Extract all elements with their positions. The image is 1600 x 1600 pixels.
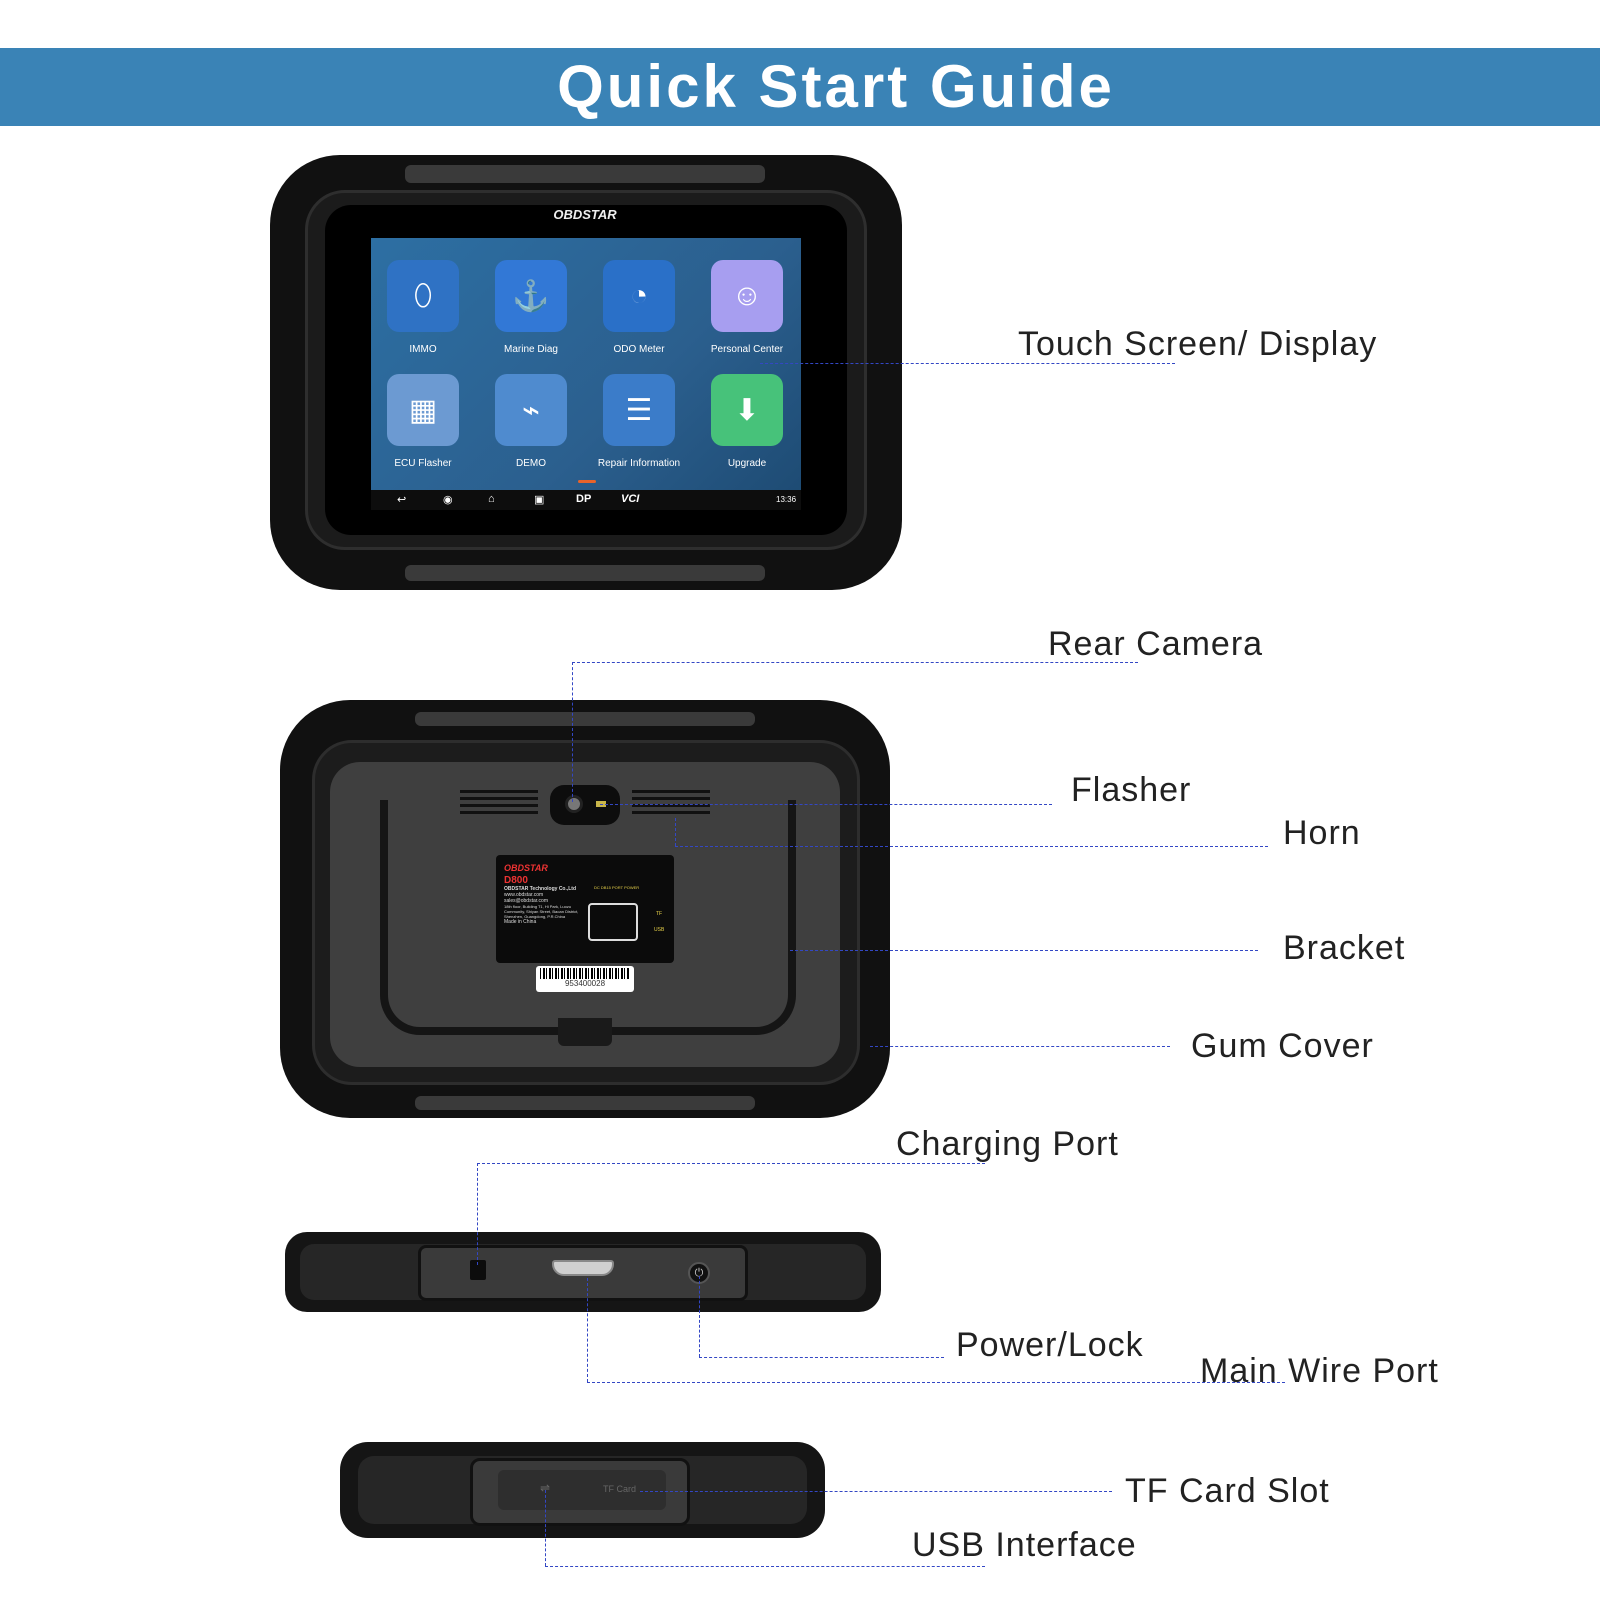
label-port-tf: TF: [656, 911, 663, 917]
ecu-icon: ▦: [387, 374, 459, 446]
callout-bracket: Bracket: [1283, 929, 1406, 967]
leader-line: [699, 1276, 700, 1357]
callout-rear-camera: Rear Camera: [1048, 625, 1264, 663]
barcode-number: 953400028: [564, 979, 606, 988]
main-wire-port[interactable]: [552, 1260, 614, 1276]
dp-button[interactable]: DP: [576, 493, 592, 505]
download-icon: ⬇: [711, 374, 783, 446]
leader-line: [699, 1357, 944, 1358]
title-banner: [0, 48, 1600, 126]
leader-line: [572, 662, 573, 802]
page-title: Quick Start Guide: [557, 53, 1115, 120]
app-label: Repair Information: [597, 458, 681, 469]
app-tile[interactable]: ◔ ODO Meter: [585, 260, 693, 355]
app-tile[interactable]: ☺ Personal Center: [693, 260, 801, 355]
app-label: Upgrade: [727, 458, 767, 469]
app-tile[interactable]: ☰ Repair Information: [585, 374, 693, 469]
home-icon[interactable]: ⌂: [488, 493, 495, 505]
page-indicator: [578, 480, 596, 483]
leader-line: [675, 846, 1268, 847]
usb-tf-slot-cover: [498, 1470, 666, 1510]
marine-icon: ⚓: [495, 260, 567, 332]
presentation-icon: ⌁: [495, 374, 567, 446]
leader-line: [760, 363, 1175, 364]
recent-apps-icon[interactable]: ▣: [534, 494, 545, 506]
label-web: www.obdstar.com: [504, 892, 544, 898]
leader-line: [587, 1382, 1285, 1383]
app-label: IMMO: [409, 344, 437, 355]
usb-icon: ⇌: [540, 1481, 551, 1495]
app-label: ODO Meter: [613, 344, 665, 355]
callout-power-lock: Power/Lock: [956, 1326, 1144, 1364]
app-label: DEMO: [516, 458, 546, 469]
user-icon: ☺: [711, 260, 783, 332]
label-company: OBDSTAR Technology Co.,Ltd: [504, 886, 577, 892]
leader-line: [675, 818, 676, 846]
app-label: Marine Diag: [504, 344, 558, 355]
horn-grille: [460, 790, 538, 816]
label-model: D800: [504, 875, 528, 886]
callout-charging-port: Charging Port: [896, 1125, 1119, 1163]
leader-line: [477, 1163, 478, 1265]
leader-line: [640, 1491, 1112, 1492]
app-tile[interactable]: ⬇ Upgrade: [693, 374, 801, 469]
leader-line: [545, 1566, 985, 1567]
brand-logo: OBDSTAR: [553, 207, 617, 222]
camera-icon[interactable]: ◉: [443, 494, 453, 506]
charging-port[interactable]: [470, 1260, 486, 1280]
vci-button[interactable]: VCI: [621, 493, 640, 505]
leader-line: [790, 950, 1258, 951]
speedometer-icon: ◔: [603, 260, 675, 332]
callout-gum-cover: Gum Cover: [1191, 1027, 1374, 1065]
callout-usb-interface: USB Interface: [912, 1526, 1137, 1564]
label-made-in: Made in China: [504, 919, 537, 925]
app-tile[interactable]: ⚓ Marine Diag: [477, 260, 585, 355]
document-icon: ☰: [603, 374, 675, 446]
camera-lens-icon: [565, 795, 583, 813]
navigation-bar: ↩ ◉ ⌂ ▣ DP VCI 13:36: [371, 490, 801, 510]
tf-card-text: TF Card: [603, 1484, 637, 1494]
app-tile[interactable]: ▦ ECU Flasher: [371, 374, 477, 469]
app-tile[interactable]: ⬯ IMMO: [371, 260, 477, 355]
label-address: 18th floor, Building T1, Hi Park, Luozu …: [504, 904, 579, 919]
product-label: OBDSTAR D800 OBDSTAR Technology Co.,Ltd …: [496, 855, 674, 963]
label-email: sales@obdstar.com: [504, 898, 548, 904]
leader-line: [600, 804, 1052, 805]
leader-line: [572, 662, 1138, 663]
key-fob-icon: ⬯: [387, 260, 459, 332]
status-time: 13:36: [776, 495, 797, 504]
label-ports-top: DC DB15 PORT POWER: [594, 885, 640, 890]
callout-tf-card-slot: TF Card Slot: [1125, 1472, 1330, 1510]
leader-line: [545, 1490, 546, 1566]
leader-line: [587, 1278, 588, 1382]
leader-line: [477, 1163, 985, 1164]
barcode-sticker: 953400028: [536, 966, 634, 992]
callout-horn: Horn: [1283, 814, 1361, 852]
callout-touch-screen: Touch Screen/ Display: [1018, 325, 1378, 363]
leader-line: [870, 1046, 1170, 1047]
back-icon[interactable]: ↩: [397, 494, 407, 506]
app-tile[interactable]: ⌁ DEMO: [477, 374, 585, 469]
horn-grille: [632, 790, 710, 816]
callout-flasher: Flasher: [1071, 771, 1192, 809]
label-port-usb: USB: [654, 927, 665, 933]
touch-screen[interactable]: ⬯ IMMO ⚓ Marine Diag ◔ ODO Meter ☺ Personal Cen…: [371, 238, 801, 510]
app-label: ECU Flasher: [394, 458, 452, 469]
app-label: Personal Center: [710, 344, 784, 355]
rear-camera: [550, 785, 620, 825]
callout-main-wire-port: Main Wire Port: [1200, 1352, 1439, 1390]
label-brand: OBDSTAR: [504, 863, 548, 873]
